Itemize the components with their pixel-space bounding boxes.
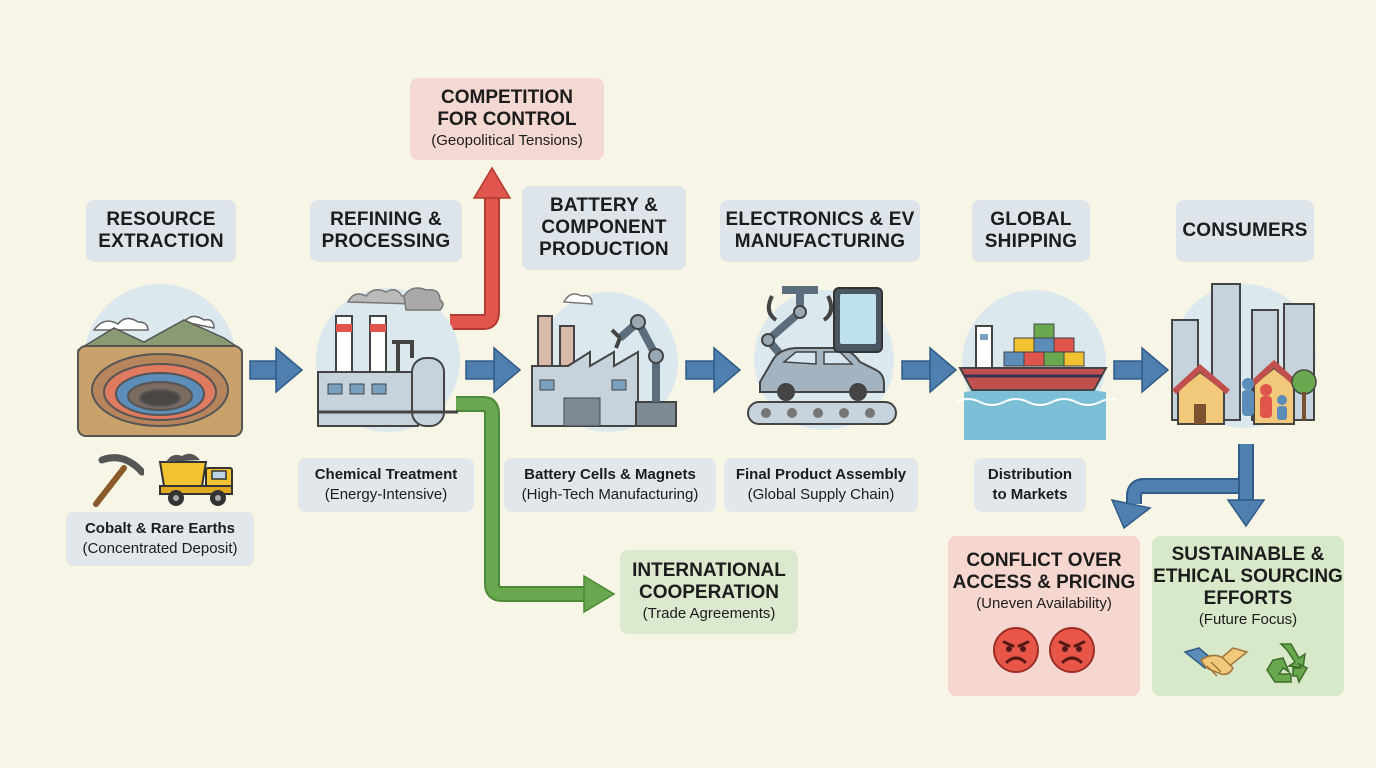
stage-title-electronics: ELECTRONICS & EV MANUFACTURING — [720, 200, 920, 262]
flow-arrow-2 — [465, 346, 522, 394]
cooperation-box: INTERNATIONAL COOPERATION (Trade Agreeme… — [620, 550, 798, 634]
flow-arrow-1 — [249, 346, 304, 394]
flow-arrow-5 — [1113, 346, 1170, 394]
caption-electronics: Final Product Assembly (Global Supply Ch… — [724, 458, 918, 512]
cooperation-arrow — [456, 396, 616, 614]
pickaxe-icon — [93, 454, 144, 507]
dump-truck-icon — [158, 453, 233, 506]
refinery-factory-icon — [316, 287, 460, 432]
caption-resource-extraction: Cobalt & Rare Earths (Concentrated Depos… — [66, 512, 254, 566]
flow-arrow-4 — [901, 346, 958, 394]
caption-battery: Battery Cells & Magnets (High-Tech Manuf… — [504, 458, 716, 512]
consumer-split-arrows — [1110, 444, 1266, 530]
robotic-arm-factory-icon — [531, 292, 678, 432]
car-assembly-line-icon — [747, 286, 897, 430]
caption-refining: Chemical Treatment (Energy-Intensive) — [298, 458, 474, 512]
city-homes-family-icon — [1171, 283, 1317, 428]
flow-arrow-3 — [685, 346, 742, 394]
angry-face-icon — [993, 627, 1039, 673]
angry-face-icon — [1049, 627, 1095, 673]
stage-title-battery: BATTERY & COMPONENT PRODUCTION — [522, 186, 686, 270]
sustainable-box: SUSTAINABLE & ETHICAL SOURCING EFFORTS (… — [1152, 536, 1344, 696]
cargo-ship-icon — [956, 290, 1116, 440]
open-pit-mine-icon — [77, 284, 243, 437]
competition-box: COMPETITION FOR CONTROL (Geopolitical Te… — [410, 78, 604, 160]
stage-title-refining: REFINING & PROCESSING — [310, 200, 462, 262]
caption-shipping: Distribution to Markets — [974, 458, 1086, 512]
handshake-icon — [1183, 647, 1249, 677]
recycle-icon — [1266, 643, 1309, 684]
stage-title-shipping: GLOBAL SHIPPING — [972, 200, 1090, 262]
conflict-box: CONFLICT OVER ACCESS & PRICING (Uneven A… — [948, 536, 1140, 696]
stage-title-consumers: CONSUMERS — [1176, 200, 1314, 262]
competition-arrow — [450, 166, 512, 330]
tablet-icon — [833, 287, 883, 353]
stage-title-resource-extraction: RESOURCE EXTRACTION — [86, 200, 236, 262]
